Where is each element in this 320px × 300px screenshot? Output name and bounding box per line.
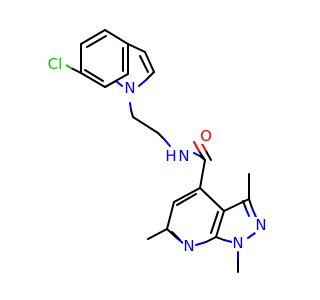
- bond: [205, 236, 217, 243]
- bond: [193, 141, 200, 152]
- pyrazole-n2-label: N: [255, 216, 266, 234]
- bond-layer: [63, 29, 257, 273]
- bond: [195, 241, 207, 246]
- indole-nitrogen-label: N: [124, 79, 135, 97]
- bond: [215, 210, 225, 238]
- bond: [223, 239, 233, 243]
- bond: [199, 187, 225, 212]
- bond: [132, 116, 159, 134]
- bond: [115, 80, 123, 87]
- bond: [139, 55, 149, 73]
- bond: [245, 208, 250, 217]
- amide-h-label: H: [165, 147, 176, 165]
- bond: [215, 236, 225, 241]
- bond: [248, 198, 253, 209]
- bond: [130, 109, 134, 118]
- bond: [127, 43, 146, 53]
- bond: [80, 72, 106, 88]
- bond: [223, 198, 250, 212]
- bond: [247, 232, 256, 239]
- bond: [147, 228, 168, 240]
- bond: [176, 193, 197, 206]
- bond: [251, 207, 257, 218]
- bond: [104, 29, 129, 45]
- bond: [205, 150, 212, 161]
- molecule-structure-diagram: Cl N H N O N N N: [44, 29, 267, 273]
- bond: [157, 132, 165, 140]
- pyridine-nitrogen-label: N: [183, 237, 194, 255]
- bond: [242, 200, 247, 210]
- bond: [70, 67, 82, 74]
- bond: [129, 102, 132, 111]
- bond: [193, 152, 201, 157]
- bond: [173, 187, 201, 203]
- bond: [104, 80, 117, 88]
- bond: [144, 51, 155, 73]
- chlorine-atom-label: Cl: [48, 55, 63, 73]
- bond: [145, 71, 155, 81]
- carbonyl-oxygen-label: O: [200, 127, 212, 145]
- amide-nitrogen-label: N: [178, 147, 189, 165]
- bond: [163, 138, 171, 147]
- bond: [86, 35, 107, 48]
- bond: [138, 79, 147, 87]
- pyrazole-n1-label: N: [232, 234, 243, 252]
- bond: [198, 150, 206, 161]
- bond: [80, 29, 106, 45]
- bond: [177, 238, 184, 244]
- bond: [166, 201, 175, 230]
- bond: [84, 69, 104, 82]
- bond: [199, 159, 206, 189]
- bond: [210, 211, 219, 234]
- atom-label-layer: Cl N H N O N N N: [44, 55, 267, 255]
